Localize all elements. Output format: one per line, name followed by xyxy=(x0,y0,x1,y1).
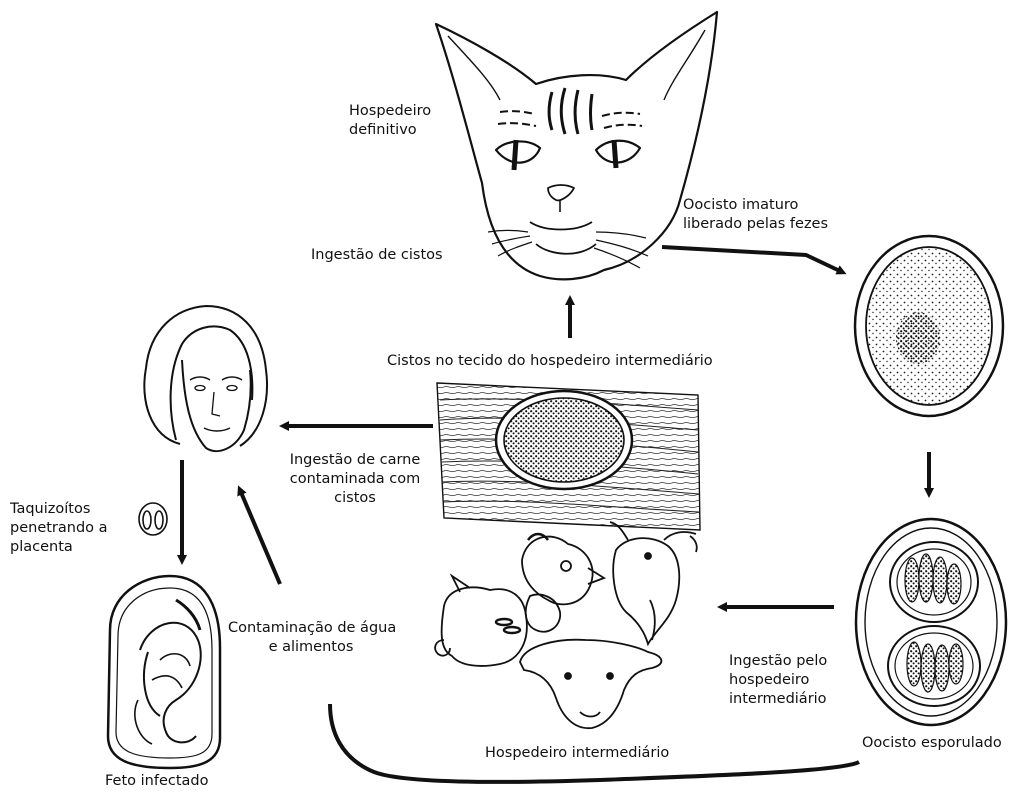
sporulated-oocyst-label: Oocisto esporulado xyxy=(862,734,1002,753)
cyst-ingestion-label: Ingestão de cistos xyxy=(311,246,443,265)
water-food-label: Contaminação de água e alimentos xyxy=(228,619,394,657)
muscle-tissue-cyst-illustration xyxy=(437,383,700,530)
intermediate-hosts-illustration xyxy=(435,522,697,728)
definitive-host-label: Hospedeiro definitivo xyxy=(349,102,431,140)
tachyzoites-label: Taquizoítos penetrando a placenta xyxy=(10,500,108,557)
arrow-water-food xyxy=(240,490,280,584)
immature-oocyst-illustration xyxy=(855,236,1003,416)
meat-ingestion-label: Ingestão de carne contaminada com cistos xyxy=(282,451,428,508)
sporulated-oocyst-illustration xyxy=(856,519,1006,725)
infected-fetus-illustration xyxy=(108,576,220,768)
intermediate-host-label: Hospedeiro intermediário xyxy=(485,744,669,763)
immature-oocyst-label: Oocisto imaturo liberado pelas fezes xyxy=(683,196,828,234)
cat-illustration xyxy=(436,12,717,279)
tissue-cysts-label: Cistos no tecido do hospedeiro intermedi… xyxy=(387,352,713,371)
tachyzoites-illustration xyxy=(139,503,167,535)
woman-illustration xyxy=(144,306,267,451)
intermediate-ingestion-label: Ingestão pelo hospedeiro intermediário xyxy=(729,652,827,709)
arrow-feces-release xyxy=(662,247,842,272)
infected-fetus-label: Feto infectado xyxy=(105,772,209,791)
